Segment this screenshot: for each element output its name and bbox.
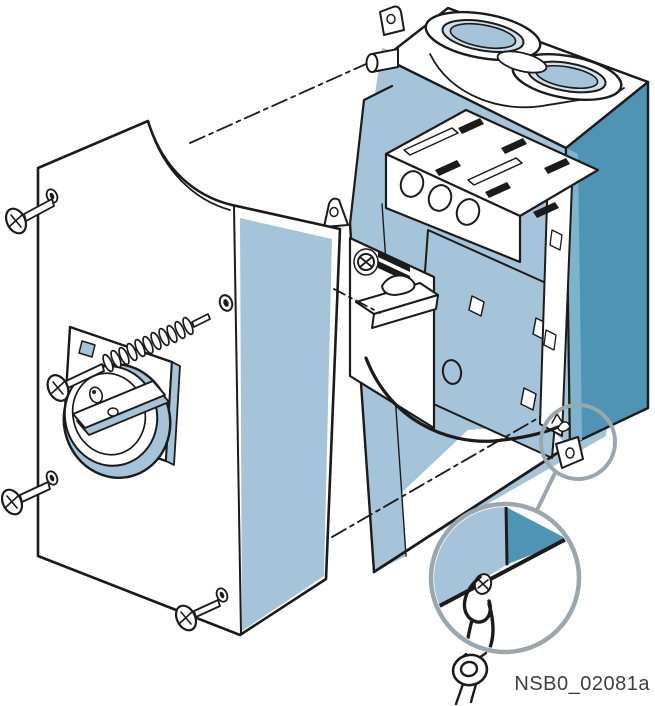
cover-scallop-rim	[149, 126, 231, 211]
cover-fixing-screw-top-left	[4, 188, 59, 235]
cable-gland-opening-2	[511, 53, 623, 101]
terminal-clamp	[533, 202, 559, 218]
cover-fixing-screw-bottom-right	[174, 587, 229, 632]
enclosure-box	[323, 5, 650, 574]
position-marker	[78, 340, 96, 358]
motor-starter-device	[348, 108, 600, 459]
terminal-opening	[427, 184, 453, 212]
terminal-clamp	[485, 182, 511, 198]
breaker-toggle	[355, 274, 439, 329]
alignment-axis-middle	[333, 288, 381, 314]
terminal-clamp	[544, 158, 570, 174]
panel-tab	[520, 387, 537, 411]
spring-screw	[46, 294, 234, 402]
ring-terminal-icon	[451, 651, 489, 706]
box-floor	[374, 424, 568, 572]
cover-side-face	[240, 218, 332, 631]
terminal-clamp	[458, 118, 484, 134]
figure-label: NSB0_02081a	[514, 673, 650, 695]
callout-source-circle	[539, 403, 617, 481]
box-bottom-edge	[372, 444, 570, 574]
handle-bar	[72, 380, 166, 429]
rating-label	[378, 250, 410, 272]
box-top-plate	[382, 6, 650, 150]
panel-tab	[468, 295, 485, 317]
terminal-opening	[455, 198, 481, 226]
rotary-handle-knob	[62, 363, 172, 479]
gland-recess	[496, 50, 548, 74]
alignment-axis-top	[189, 63, 367, 144]
grounding-lug	[551, 413, 584, 469]
mounting-ear-left-icon	[323, 197, 349, 228]
panel-hole	[441, 359, 463, 385]
cable-gland-opening-1	[424, 10, 542, 62]
mounting-ear-top-icon	[379, 5, 405, 36]
device-front-module	[348, 236, 439, 430]
terminal-clamp	[501, 138, 527, 154]
terminal-block	[384, 108, 600, 264]
spring-coil-icon	[102, 316, 194, 373]
terminal-clamp	[435, 160, 461, 176]
enclosure-cover	[36, 119, 342, 637]
cover-screw-boss	[365, 48, 399, 73]
callout-connector	[536, 471, 557, 510]
terminal-opening	[399, 170, 425, 198]
cover-fixing-screw-bottom-left	[0, 470, 59, 516]
